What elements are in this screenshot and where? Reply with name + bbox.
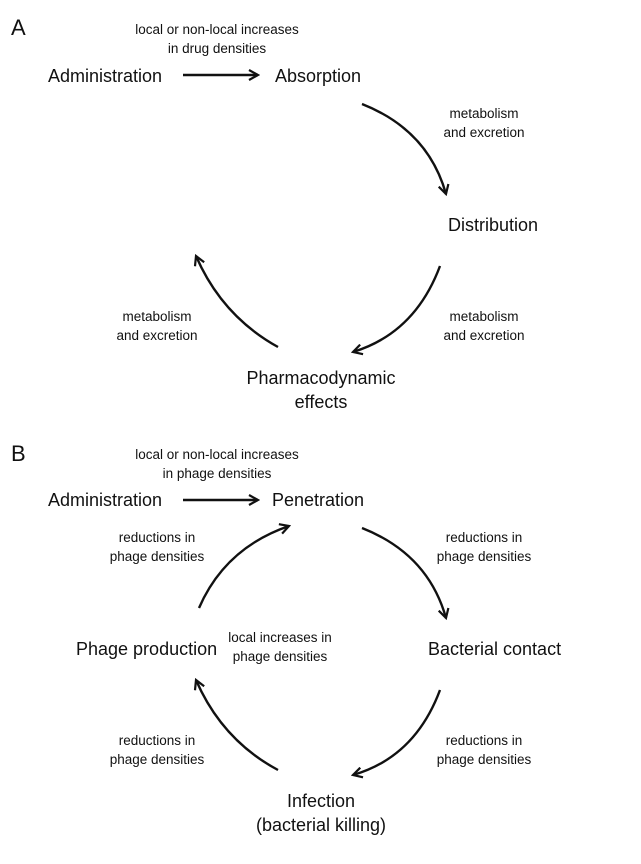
label-effects-to-absorption: metabolism and excretion — [116, 308, 197, 345]
node-phage-production: Phage production — [76, 639, 218, 659]
label-line: in drug densities — [167, 40, 267, 56]
label-line: phage densities — [109, 548, 205, 564]
panel-b-letter: B — [11, 441, 26, 466]
label-line: phage densities — [436, 751, 532, 767]
arrow-phage-production-to-penetration — [197, 526, 289, 609]
label-absorption-to-distribution: metabolism and excretion — [443, 105, 524, 142]
panel-a: A local or non-local increases in drug d… — [0, 0, 641, 430]
label-line: in phage densities — [162, 465, 272, 481]
panel-a-arrows — [183, 0, 641, 430]
node-penetration: Penetration — [272, 490, 365, 510]
panel-a-letter: A — [11, 15, 26, 40]
label-line: local or non-local increases — [135, 447, 299, 462]
label-line: phage densities — [109, 751, 205, 767]
node-line: Pharmacodynamic — [246, 368, 396, 388]
node-line: (bacterial killing) — [255, 815, 387, 836]
label-line: metabolism — [122, 309, 192, 324]
label-line: and excretion — [443, 124, 525, 140]
label-phage-production-to-penetration: reductions in phage densities — [110, 529, 205, 566]
label-center-phage-production: local increases in phage densities — [228, 629, 332, 666]
label-line: reductions in — [445, 530, 523, 545]
arrow-bacterial-contact-to-infection — [353, 689, 442, 775]
label-administration-to-penetration: local or non-local increases in phage de… — [135, 446, 299, 483]
node-line: effects — [294, 392, 348, 413]
arrow-distribution-to-effects — [353, 265, 442, 352]
label-line: phage densities — [436, 548, 532, 564]
node-bacterial-contact: Bacterial contact — [428, 639, 562, 659]
node-administration: Administration — [48, 66, 163, 86]
label-line: phage densities — [232, 648, 328, 664]
node-line: Infection — [286, 791, 356, 811]
label-administration-to-absorption: local or non-local increases in drug den… — [135, 21, 299, 58]
arrow-effects-to-absorption — [196, 256, 279, 349]
label-line: reductions in — [118, 733, 196, 748]
node-infection: Infection (bacterial killing) — [256, 789, 386, 838]
label-line: metabolism — [449, 309, 519, 324]
label-line: and excretion — [116, 327, 198, 343]
label-line: metabolism — [449, 106, 519, 121]
label-penetration-to-bacterial-contact: reductions in phage densities — [437, 529, 532, 566]
arrow-infection-to-phage-production — [196, 680, 279, 772]
panel-b-arrows — [183, 430, 641, 864]
node-distribution: Distribution — [448, 215, 539, 235]
panel-b: B local or non-local increases in phage … — [0, 430, 641, 864]
label-distribution-to-effects: metabolism and excretion — [443, 308, 524, 345]
label-line: local or non-local increases — [135, 22, 299, 37]
node-administration: Administration — [48, 490, 163, 510]
arrow-absorption-to-distribution — [361, 102, 446, 194]
label-line: reductions in — [118, 530, 196, 545]
label-line: local increases in — [228, 630, 332, 645]
node-absorption: Absorption — [275, 66, 362, 86]
label-line: and excretion — [443, 327, 525, 343]
label-infection-to-phage-production: reductions in phage densities — [110, 732, 205, 769]
node-pharmacodynamic-effects: Pharmacodynamic effects — [246, 366, 395, 415]
arrow-penetration-to-bacterial-contact — [361, 526, 446, 618]
label-bacterial-contact-to-infection: reductions in phage densities — [437, 732, 532, 769]
label-line: reductions in — [445, 733, 523, 748]
